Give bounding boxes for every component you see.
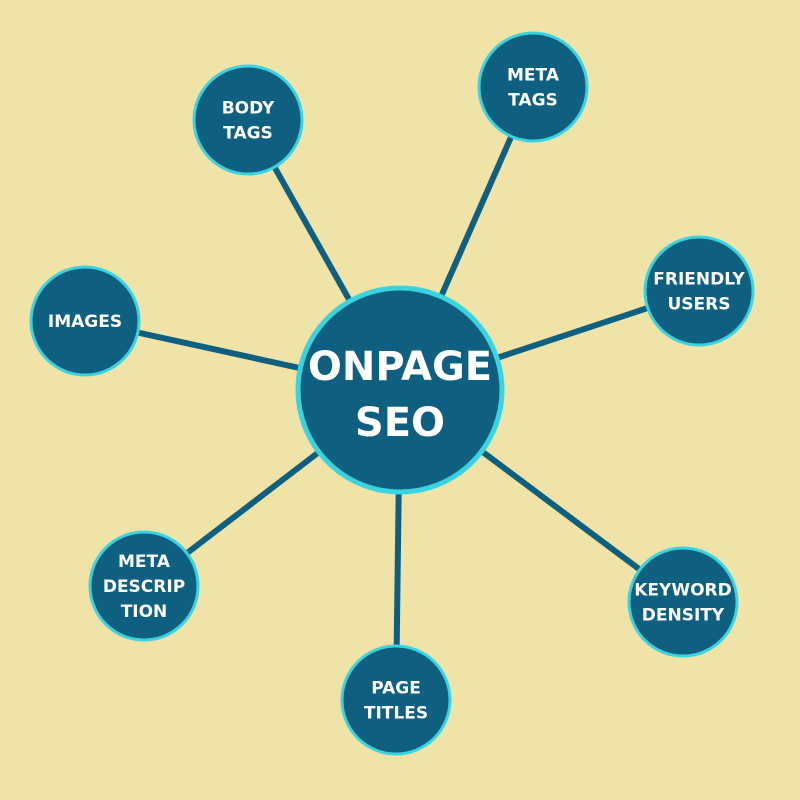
node-body-tags-label-line: BODY xyxy=(222,98,275,118)
node-body-tags-label-line: TAGS xyxy=(223,123,273,143)
node-page-titles: PAGE TITLES xyxy=(340,644,452,756)
node-keyword-density: KEYWORD DENSITY xyxy=(627,546,739,658)
node-circle-friendly-users xyxy=(643,235,755,347)
node-page-titles-label-line: TITLES xyxy=(364,703,428,723)
node-circle-page-titles xyxy=(340,644,452,756)
center-node: ONPAGE SEO xyxy=(295,285,505,495)
node-circle-keyword-density xyxy=(627,546,739,658)
node-meta-description: META DESCRIP TION xyxy=(88,530,200,642)
center-label-line: ONPAGE xyxy=(308,344,492,390)
node-friendly-users-label-line: FRIENDLY xyxy=(653,269,745,289)
node-friendly-users-label-line: USERS xyxy=(668,294,731,314)
node-meta-description-label-line: TION xyxy=(121,602,168,622)
node-images-label-line: IMAGES xyxy=(48,312,122,332)
node-circle-meta-description xyxy=(88,530,200,642)
node-meta-tags: META TAGS xyxy=(477,31,589,143)
node-body-tags: BODY TAGS xyxy=(192,64,304,176)
center-circle xyxy=(295,285,505,495)
node-meta-description-label-line: META xyxy=(118,552,171,572)
node-meta-tags-label-line: META xyxy=(507,65,560,85)
node-group: BODY TAGS META TAGS FRIENDLY USERS IMAGES META D… xyxy=(29,31,755,756)
node-circle-images xyxy=(29,265,141,377)
node-circle-meta-tags xyxy=(477,31,589,143)
center-label-line: SEO xyxy=(355,400,445,446)
node-friendly-users: FRIENDLY USERS xyxy=(643,235,755,347)
node-images: IMAGES xyxy=(29,265,141,377)
node-circle-body-tags xyxy=(192,64,304,176)
node-page-titles-label-line: PAGE xyxy=(371,678,421,698)
node-keyword-density-label-line: KEYWORD xyxy=(634,580,732,600)
node-keyword-density-label-line: DENSITY xyxy=(642,605,725,625)
node-meta-description-label-line: DESCRIP xyxy=(103,577,185,597)
node-meta-tags-label-line: TAGS xyxy=(508,90,558,110)
